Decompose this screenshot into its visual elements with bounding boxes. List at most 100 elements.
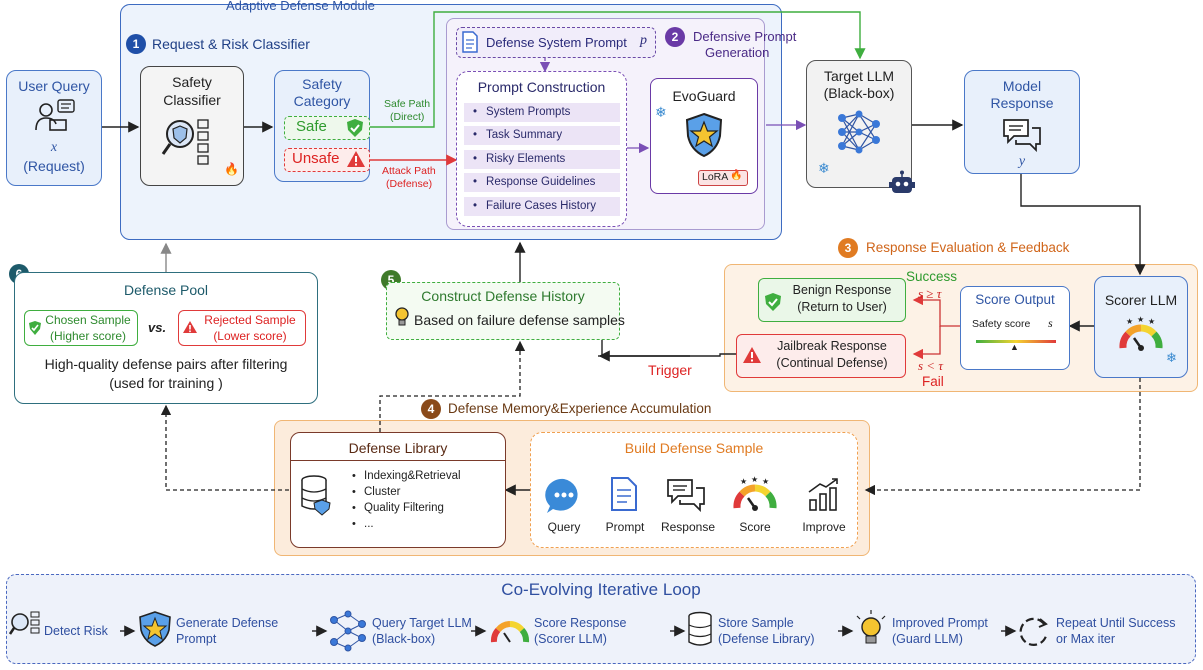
lora-fire-icon: 🔥 [730, 170, 743, 181]
svg-text:★: ★ [1148, 317, 1155, 326]
magnifier-shield-icon [161, 119, 209, 165]
user-query-box [6, 70, 102, 186]
target-llm-line2: (Black-box) [823, 85, 895, 101]
adm-title: Adaptive Defense Module [226, 0, 375, 13]
pc-item-risky-elements: Risky Elements [464, 150, 620, 169]
safety-score-var: s [1048, 316, 1053, 330]
step-4-label: Defense Memory&Experience Accumulation [448, 401, 712, 416]
attack-path-line2: (Defense) [386, 178, 433, 190]
attack-path-line1: Attack Path [382, 165, 436, 177]
user-query-var: x [50, 140, 58, 155]
defense-library-title: Defense Library [348, 440, 448, 456]
pc-item-response-guidelines: Response Guidelines [464, 173, 620, 192]
fire-icon: 🔥 [224, 162, 239, 176]
model-response-line2: Response [990, 95, 1054, 111]
rejected-line1: Rejected Sample [204, 313, 296, 327]
loop-gauge-icon [490, 621, 530, 643]
lib-item-cluster: Cluster [364, 486, 401, 498]
loop-title: Co-Evolving Iterative Loop [501, 580, 701, 599]
build-sample-box [530, 432, 858, 548]
safety-classifier-line2: Classifier [163, 92, 221, 108]
prompt-construction-title: Prompt Construction [477, 79, 606, 95]
svg-text:★: ★ [762, 477, 769, 486]
safety-classifier-box [140, 66, 244, 186]
defense-pool-note2: (used for training ) [109, 375, 223, 391]
jailbreak-warning-icon [743, 347, 761, 363]
improve-chart-icon [808, 478, 838, 511]
construct-history-box [386, 282, 620, 340]
loop-step-6-line2: (Guard LLM) [892, 632, 963, 646]
build-item-score: Score [739, 520, 771, 534]
jailbreak-line1: Jailbreak Response [777, 339, 887, 353]
loop-step-2-line2: Prompt [176, 632, 217, 646]
step-1-badge: 1 [126, 34, 146, 54]
safe-path-line2: (Direct) [390, 111, 425, 123]
loop-step-7-line1: Repeat Until Success [1056, 616, 1176, 630]
query-bubble-icon [545, 478, 578, 513]
construct-history-title: Construct Defense History [421, 288, 585, 304]
gauge-icon: ★★★ [1119, 316, 1163, 351]
target-llm-line1: Target LLM [823, 68, 895, 84]
snowflake-icon-scorer: ❄ [1166, 350, 1177, 365]
safety-classifier-line1: Safety [172, 74, 212, 90]
score-output-box [960, 286, 1070, 370]
chosen-line2: (Higher score) [49, 329, 127, 343]
score-marker-icon: ▲ [1010, 342, 1019, 352]
rejected-warning-icon [183, 321, 197, 333]
chosen-shield-icon [29, 321, 41, 335]
build-item-improve: Improve [802, 520, 846, 534]
build-item-prompt: Prompt [605, 520, 645, 534]
defense-pool-title: Defense Pool [123, 282, 209, 298]
lora-badge [698, 170, 748, 186]
jailbreak-line2: (Continual Defense) [776, 356, 888, 370]
safe-path-line1: Safe Path [384, 98, 431, 110]
user-query-title: User Query [18, 78, 90, 94]
build-item-query: Query [547, 520, 581, 534]
build-sample-title: Build Defense Sample [624, 440, 764, 456]
defense-system-prompt-label: Defense System Prompt [486, 35, 627, 50]
pc-item-system-prompts: System Prompts [464, 103, 620, 122]
svg-text:★: ★ [1126, 317, 1133, 326]
target-llm-box [806, 60, 912, 188]
lib-item-quality: Quality Filtering [364, 502, 444, 514]
fail-condition: s < τ [918, 358, 943, 373]
benign-shield-icon [765, 293, 781, 311]
loop-step-2-line1: Generate Defense [176, 616, 279, 630]
chat-bubbles-icon [1003, 119, 1041, 152]
neural-network-icon [838, 110, 880, 154]
step-1-label: Request & Risk Classifier [152, 36, 310, 52]
jailbreak-response-box [736, 334, 906, 378]
loop-repeat-icon [1019, 617, 1048, 646]
lib-bullets: •••• [352, 470, 356, 530]
document-icon [462, 31, 478, 53]
defense-pool-note1: High-quality defense pairs after filteri… [44, 356, 288, 372]
safety-category-line1: Safety [302, 76, 342, 92]
success-condition: s ≥ τ [918, 286, 942, 301]
lib-item-more: ... [364, 518, 374, 530]
snowflake-icon-target: ❄ [818, 160, 830, 176]
shield-star-icon [685, 112, 723, 158]
score-gauge-icon: ★★★ [733, 476, 777, 511]
unsafe-label: Unsafe [292, 150, 340, 167]
scorer-llm-box [1094, 276, 1188, 378]
defense-library-list: Indexing&Retrieval Cluster Quality Filte… [352, 468, 461, 532]
step-2-label-line2: Generation [705, 45, 770, 60]
loop-icons [8, 610, 1048, 652]
step-4-badge: 4 [421, 399, 441, 419]
loop-shield-icon [139, 611, 171, 647]
success-label: Success [906, 269, 958, 284]
scorer-llm-title: Scorer LLM [1104, 292, 1178, 308]
safety-category-line2: Category [293, 93, 351, 109]
model-response-var: y [1018, 154, 1026, 169]
step-3-label: Response Evaluation & Feedback [866, 240, 1070, 255]
loop-step-1: Detect Risk [44, 624, 108, 638]
defense-system-prompt-var: p [640, 33, 647, 48]
pc-item-task-summary: Task Summary [464, 126, 620, 145]
construct-history-text: Based on failure defense samples [414, 312, 625, 328]
step-3-badge: 3 [838, 238, 858, 258]
loop-step-5-line2: (Defense Library) [718, 632, 815, 646]
benign-response-box [758, 278, 906, 322]
loop-database-icon [688, 611, 712, 646]
build-item-response: Response [660, 520, 716, 534]
